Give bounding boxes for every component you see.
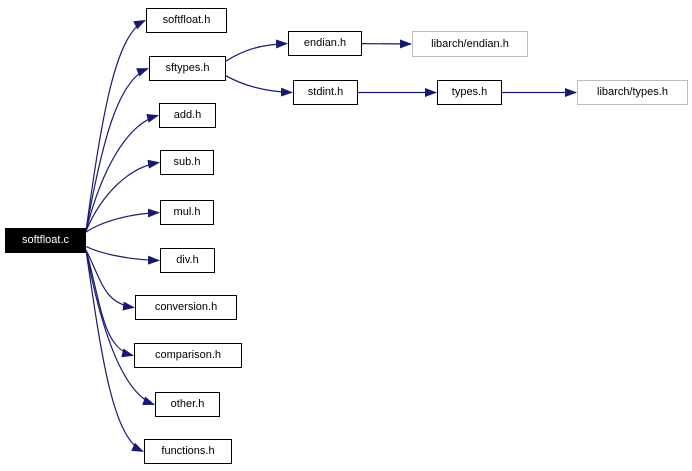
node-other-h[interactable]: other.h — [155, 392, 220, 417]
node-add-h[interactable]: add.h — [159, 103, 216, 128]
node-div-h[interactable]: div.h — [160, 248, 215, 273]
node-functions-h[interactable]: functions.h — [144, 439, 232, 464]
node-label: functions.h — [161, 445, 215, 457]
node-stdint-h[interactable]: stdint.h — [293, 80, 358, 105]
node-label: softfloat.h — [162, 14, 211, 26]
node-mul-h[interactable]: mul.h — [160, 200, 214, 225]
node-label: softfloat.c — [21, 234, 70, 246]
node-label: div.h — [176, 254, 199, 266]
node-sub-h[interactable]: sub.h — [160, 150, 214, 175]
node-types-h[interactable]: types.h — [437, 80, 502, 105]
node-label: stdint.h — [307, 86, 344, 98]
edge-sftypes-h-endian-h — [225, 39, 288, 62]
node-libarch-endian-h: libarch/endian.h — [412, 31, 528, 57]
node-label: sftypes.h — [165, 62, 210, 74]
edge-softfloat-c-sftypes-h — [85, 67, 149, 232]
node-sftypes-h[interactable]: sftypes.h — [149, 56, 226, 81]
node-libarch-types-h: libarch/types.h — [577, 80, 688, 105]
node-label: add.h — [173, 109, 202, 121]
edge-softfloat-c-add-h — [85, 114, 159, 232]
node-softfloat-c: softfloat.c — [5, 228, 86, 253]
edge-softfloat-c-mul-h — [85, 208, 160, 233]
edge-sftypes-h-stdint-h — [225, 75, 293, 97]
edge-softfloat-c-sub-h — [85, 159, 160, 232]
node-label: other.h — [170, 398, 205, 410]
node-label: types.h — [451, 86, 488, 98]
node-label: libarch/types.h — [597, 86, 668, 98]
edge-softfloat-c-conversion-h — [85, 249, 135, 311]
edge-softfloat-c-div-h — [85, 245, 160, 265]
node-softfloat-h[interactable]: softfloat.h — [146, 8, 227, 33]
node-label: endian.h — [303, 37, 347, 49]
node-label: comparison.h — [154, 349, 222, 361]
node-comparison-h[interactable]: comparison.h — [134, 343, 242, 368]
node-label: conversion.h — [154, 301, 218, 313]
node-endian-h[interactable]: endian.h — [288, 31, 362, 56]
edge-softfloat-c-comparison-h — [85, 249, 134, 358]
node-label: mul.h — [173, 206, 201, 218]
node-label: libarch/endian.h — [431, 37, 509, 50]
node-label: sub.h — [173, 156, 201, 168]
edge-softfloat-c-other-h — [85, 249, 155, 406]
edge-softfloat-c-softfloat-h — [85, 19, 146, 232]
node-conversion-h[interactable]: conversion.h — [135, 295, 237, 320]
